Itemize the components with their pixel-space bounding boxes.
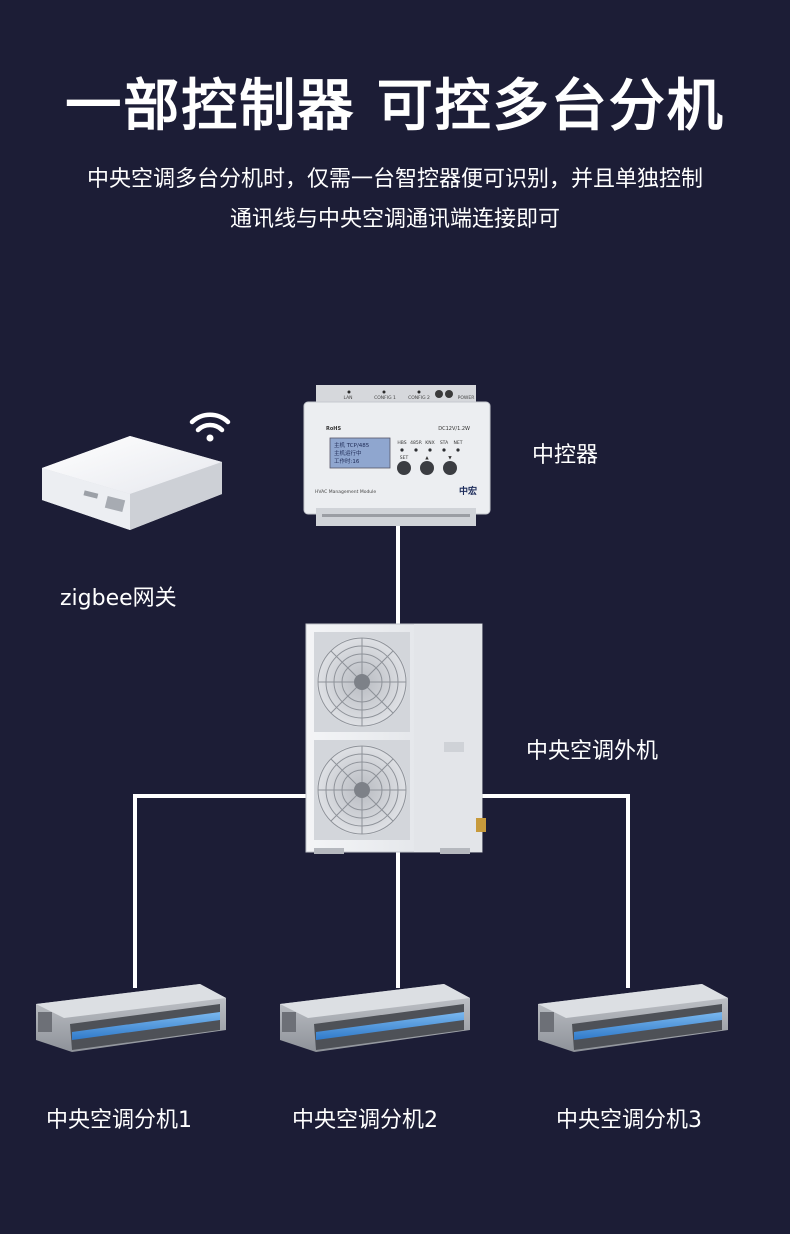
controller-device: LAN CONFIG 1 CONFIG 2 POWER RoHS DC12V/1… — [303, 385, 491, 526]
controller-set-button — [397, 461, 411, 475]
controller-label: 中控器 — [532, 443, 599, 468]
controller-key-up-label: ▲ — [425, 456, 429, 461]
controller-port-config2: CONFIG 2 — [408, 395, 430, 401]
indoor-unit-2-device — [280, 984, 470, 1052]
controller-port-power: POWER — [458, 395, 475, 401]
indoor-unit-1-label: 中央空调分机1 — [46, 1108, 192, 1133]
zigbee-gateway-device — [42, 436, 222, 530]
controller-indicator-485r: 485R — [410, 440, 422, 446]
outdoor-unit-device — [305, 623, 486, 854]
indoor-unit-3-device — [538, 984, 728, 1052]
controller-indicator-knx: KNX — [425, 440, 434, 446]
controller-indicator-sta: STA — [440, 440, 449, 446]
indoor-unit-2-label: 中央空调分机2 — [292, 1108, 438, 1133]
controller-cert: RoHS — [326, 426, 341, 432]
indoor-unit-3-label: 中央空调分机3 — [556, 1108, 702, 1133]
controller-up-button — [420, 461, 434, 475]
controller-model: HVAC Management Module — [315, 489, 376, 495]
controller-key-down-label: ▼ — [448, 456, 452, 461]
controller-key-set-label: SET — [400, 455, 409, 461]
gateway-label: zigbee网关 — [60, 586, 177, 611]
controller-brand-logo: 中宏 — [459, 485, 477, 497]
controller-port-config1: CONFIG 1 — [374, 395, 396, 401]
controller-lcd-line-1: 主机 TCP/485 — [334, 441, 370, 449]
wifi-icon — [189, 412, 231, 442]
controller-port-lan: LAN — [343, 395, 352, 401]
indoor-unit-1-device — [36, 984, 226, 1052]
subtitle-line-1: 中央空调多台分机时，仅需一台智控器便可识别，并且单独控制 — [86, 167, 703, 192]
outdoor-to-indoor-3-line — [482, 794, 630, 988]
controller-indicator-hbs: HBS — [397, 440, 406, 446]
outdoor-to-indoor-1-line — [133, 794, 308, 988]
controller-down-button — [443, 461, 457, 475]
controller-indicator-net: NET — [454, 440, 463, 446]
controller-lcd-line-3: 工作时:16 — [334, 457, 360, 465]
controller-rating: DC12V/1.2W — [438, 426, 470, 432]
connection-lines — [133, 522, 630, 988]
controller-lcd-line-2: 主机运行中 — [334, 449, 362, 457]
page-title: 一部控制器 可控多台分机 — [65, 74, 725, 139]
outdoor-unit-label: 中央空调外机 — [526, 739, 659, 764]
subtitle-line-2: 通讯线与中央空调通讯端连接即可 — [229, 207, 560, 232]
